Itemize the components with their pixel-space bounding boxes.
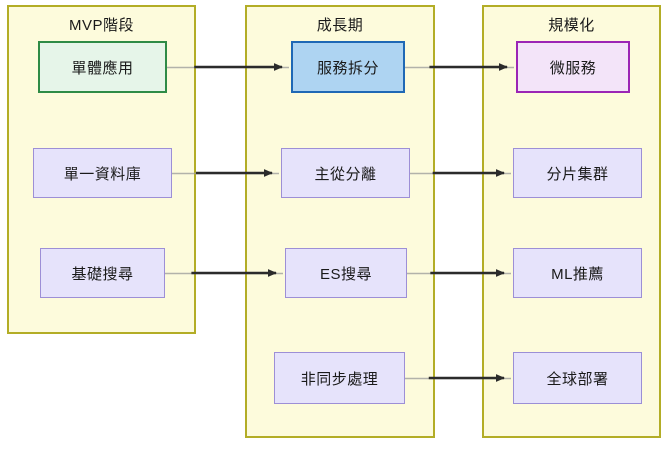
node-microservice-label: 微服務 [549, 59, 597, 77]
node-ml-recommend-label: ML推薦 [551, 265, 604, 283]
node-primary-replica-label: 主從分離 [314, 165, 377, 183]
node-sharding-label: 分片集群 [546, 165, 609, 183]
node-single-db[interactable]: 單一資料庫 [33, 148, 172, 198]
node-es-search-label: ES搜尋 [319, 265, 372, 283]
node-monolith-label: 單體應用 [71, 59, 134, 77]
node-async-processing[interactable]: 非同步處理 [274, 352, 405, 404]
lane-mvp-title: MVP階段 [68, 17, 134, 34]
node-basic-search-label: 基礎搜尋 [71, 265, 134, 283]
node-async-processing-label: 非同步處理 [300, 370, 379, 388]
node-global-deploy-label: 全球部署 [546, 370, 609, 388]
node-microservice[interactable]: 微服務 [516, 41, 630, 93]
node-monolith[interactable]: 單體應用 [38, 41, 167, 93]
lane-scale-title: 規模化 [548, 17, 595, 34]
node-ml-recommend[interactable]: ML推薦 [513, 248, 642, 298]
node-global-deploy[interactable]: 全球部署 [513, 352, 642, 404]
node-service-split[interactable]: 服務拆分 [291, 41, 405, 93]
node-basic-search[interactable]: 基礎搜尋 [40, 248, 165, 298]
node-single-db-label: 單一資料庫 [63, 165, 142, 183]
node-primary-replica[interactable]: 主從分離 [281, 148, 410, 198]
node-es-search[interactable]: ES搜尋 [285, 248, 407, 298]
node-service-split-label: 服務拆分 [316, 59, 379, 77]
lane-growth-title: 成長期 [316, 17, 364, 34]
node-sharding[interactable]: 分片集群 [513, 148, 642, 198]
